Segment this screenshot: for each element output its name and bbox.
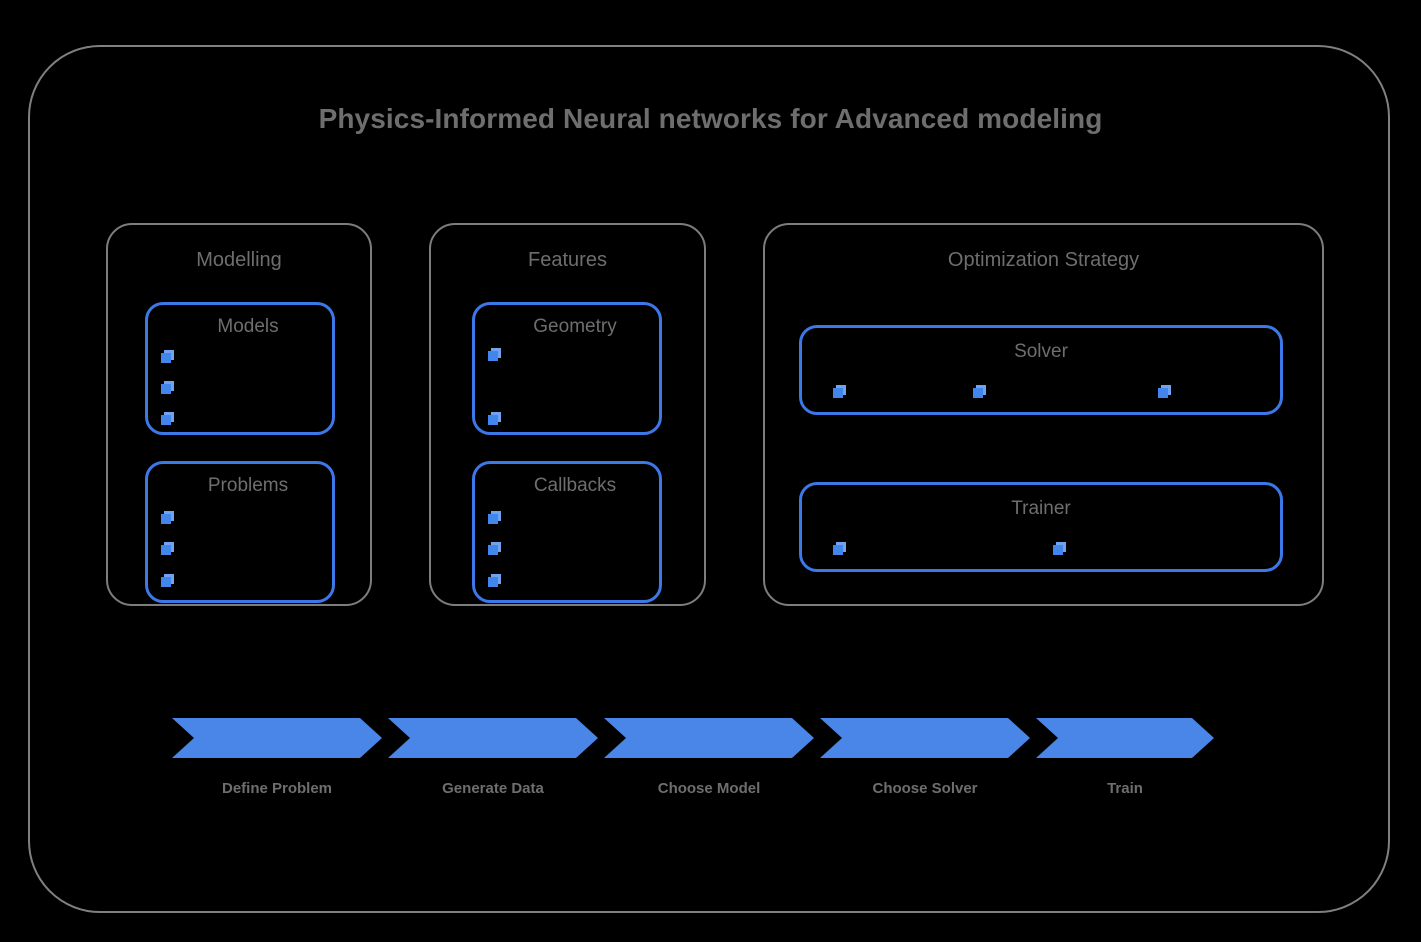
bullet-cube-icon [833,385,846,398]
bullet-cube-icon [488,542,501,555]
box-problems[interactable]: Problems [145,461,335,603]
box-title-problems: Problems [207,475,289,496]
pipeline-arrow-step-1[interactable] [172,718,382,758]
box-solver[interactable]: Solver [799,325,1283,415]
box-title-trainer: Trainer [1011,498,1071,519]
bullet-cube-icon [833,542,846,555]
box-title-callbacks: Callbacks [533,475,617,496]
pipeline-label-step-1: Define Problem [221,780,333,797]
box-title-geometry: Geometry [533,316,617,337]
bullet-cube-icon [161,412,174,425]
box-callbacks[interactable]: Callbacks [472,461,662,603]
group-panel-optimization-strategy: Optimization Strategy [763,223,1324,606]
bullet-cube-icon [488,348,501,361]
bullet-cube-icon [161,511,174,524]
pipeline-arrow-step-4[interactable] [820,718,1030,758]
box-title-solver: Solver [1014,341,1068,362]
pipeline-arrow-step-2[interactable] [388,718,598,758]
group-title-optimization-strategy: Optimization Strategy [947,249,1140,271]
bullet-cube-icon [161,542,174,555]
pipeline-label-step-2: Generate Data [442,780,544,797]
group-title-features: Features [528,249,607,271]
box-trainer[interactable]: Trainer [799,482,1283,572]
box-models[interactable]: Models [145,302,335,435]
box-title-models: Models [217,316,279,337]
bullet-cube-icon [973,385,986,398]
pipeline-label-step-5: Train [1107,780,1143,797]
group-panel-modelling: Modelling [106,223,372,606]
box-geometry[interactable]: Geometry [472,302,662,435]
pipeline-arrow-step-3[interactable] [604,718,814,758]
diagram-outer-frame [28,45,1390,913]
bullet-cube-icon [1053,542,1066,555]
group-panel-features: Features [429,223,706,606]
bullet-cube-icon [1158,385,1171,398]
bullet-cube-icon [488,511,501,524]
pipeline-arrow-step-5[interactable] [1036,718,1214,758]
bullet-cube-icon [161,350,174,363]
pipeline-label-step-4: Choose Solver [872,780,978,797]
workflow-pipeline: Define Problem Generate Data Choose Mode… [172,718,1214,797]
bullet-cube-icon [488,412,501,425]
bullet-cube-icon [488,574,501,587]
page-title: Physics-Informed Neural networks for Adv… [318,103,1103,134]
pipeline-label-step-3: Choose Model [657,780,761,797]
group-title-modelling: Modelling [196,249,282,271]
bullet-cube-icon [161,574,174,587]
bullet-cube-icon [161,381,174,394]
